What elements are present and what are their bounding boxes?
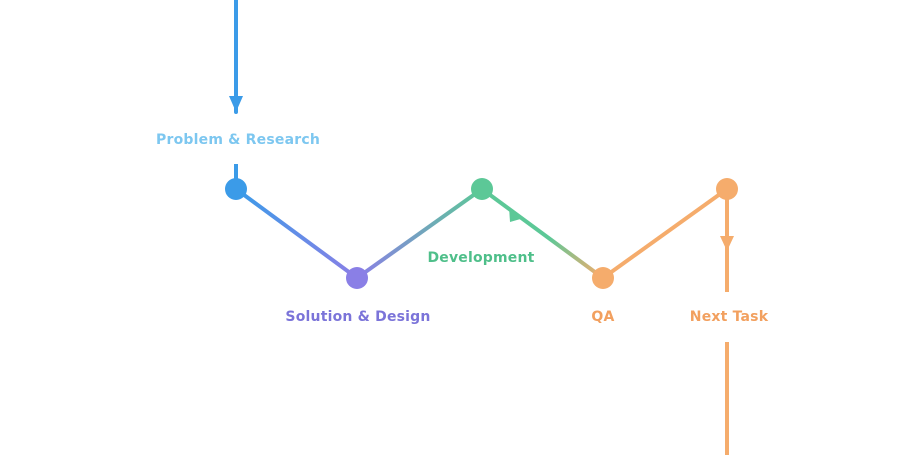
- development-arrow-icon: [509, 207, 524, 222]
- solution-node: [346, 267, 368, 289]
- segment-qa-next: [601, 187, 729, 280]
- next-node: [716, 178, 738, 200]
- next-arrow-icon: [720, 236, 734, 251]
- segment-problem-solution: [234, 187, 359, 280]
- problem-node: [225, 178, 247, 200]
- qa-node: [592, 267, 614, 289]
- solution-design-label: Solution & Design: [285, 309, 431, 325]
- segment-development-qa: [480, 187, 605, 280]
- qa-label: QA: [591, 309, 615, 325]
- segment-solution-development: [355, 187, 484, 280]
- development-node: [471, 178, 493, 200]
- incoming-arrow-icon: [229, 96, 243, 112]
- problem-research-label: Problem & Research: [156, 132, 320, 148]
- next-task-label: Next Task: [689, 309, 769, 325]
- development-label: Development: [427, 250, 535, 266]
